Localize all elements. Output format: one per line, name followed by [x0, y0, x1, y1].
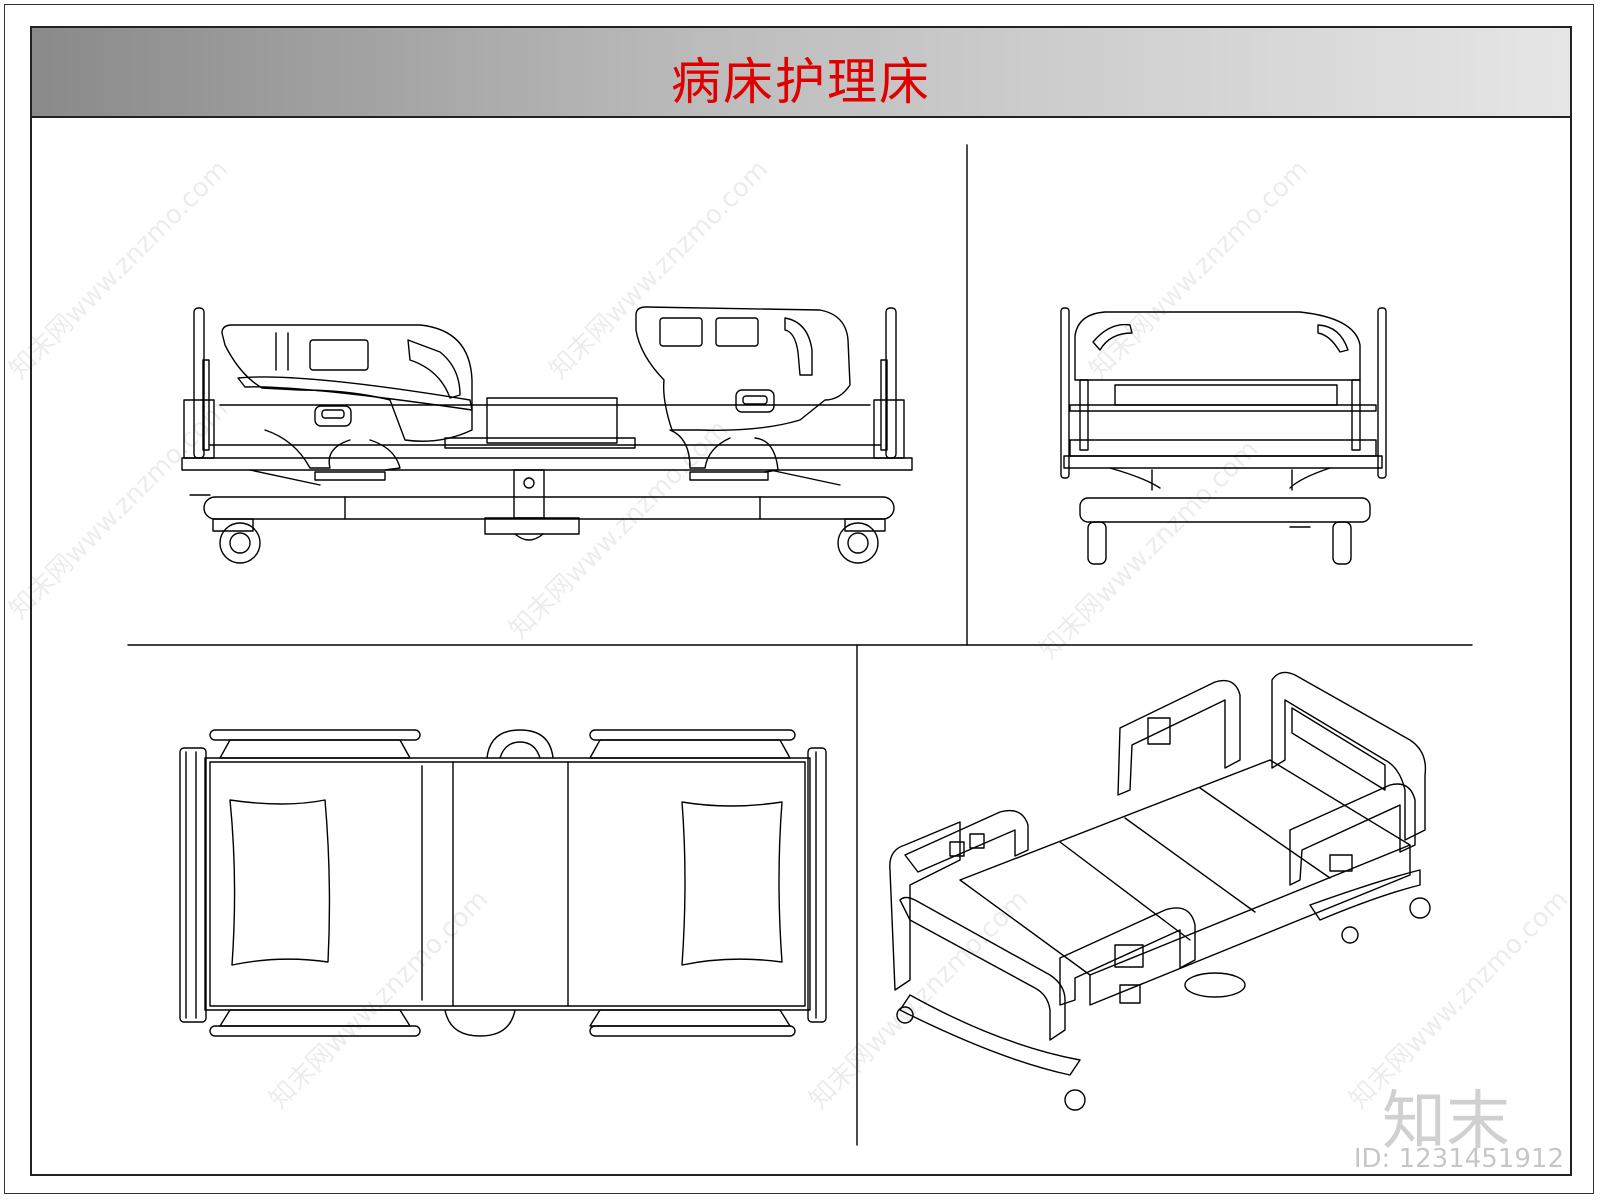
end-elevation-view	[1060, 307, 1387, 565]
watermark-text: 知末网www.znzmo.com	[4, 394, 235, 625]
side-elevation-view	[181, 306, 913, 564]
isometric-view	[889, 671, 1431, 1111]
watermark-text: 知末网www.znzmo.com	[1084, 154, 1315, 385]
watermark-text: 知末网www.znzmo.com	[544, 154, 775, 385]
watermark-layer: 知末网www.znzmo.com 知末网www.znzmo.com 知末网www…	[4, 154, 1575, 1115]
watermark-text: 知末网www.znzmo.com	[264, 884, 495, 1115]
watermark-logo: 知末	[1382, 1085, 1510, 1159]
drawing-frame	[30, 26, 1572, 1176]
title-bar: 病床护理床	[32, 28, 1570, 118]
watermark-id: ID: 1231451912	[1353, 1144, 1564, 1174]
page-title: 病床护理床	[671, 53, 931, 111]
plan-view	[179, 729, 827, 1037]
watermark-text: 知末网www.znzmo.com	[4, 154, 235, 385]
watermark-text: 知末网www.znzmo.com	[504, 414, 735, 645]
outer-frame	[4, 4, 1594, 1194]
watermark-text: 知末网www.znzmo.com	[804, 884, 1035, 1115]
